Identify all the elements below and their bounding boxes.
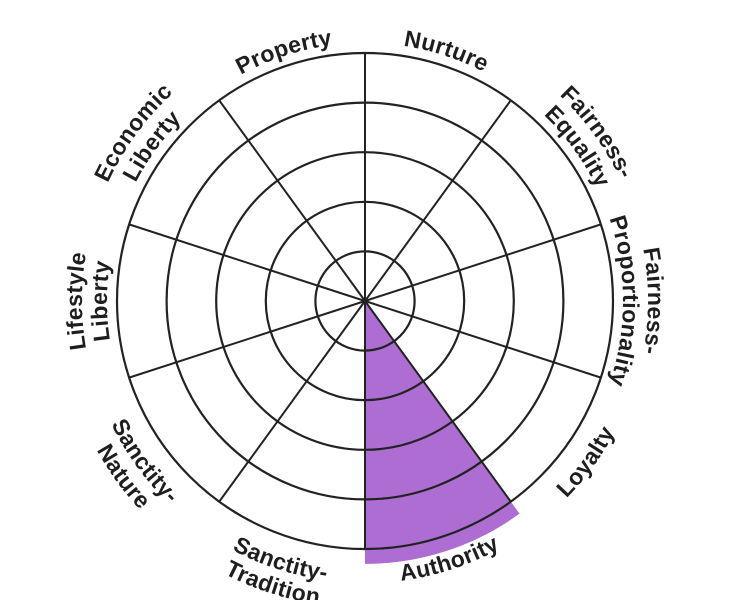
label-lifestyle-liberty: Liberty (86, 259, 115, 343)
grid (115, 51, 615, 551)
spoke (364, 300, 602, 379)
spoke (128, 223, 366, 302)
label-line: Proportionality (605, 212, 644, 390)
sector-authority (365, 301, 520, 564)
spoke (218, 300, 366, 503)
spoke (128, 300, 366, 379)
label-line: Loyalty (551, 422, 619, 502)
label-nurture: Nurture (402, 25, 493, 76)
label-line: Nurture (402, 25, 493, 76)
label-line: Lifestyle (61, 250, 91, 352)
spoke (364, 99, 512, 302)
label-property: Property (231, 24, 333, 79)
value-sectors (365, 301, 520, 564)
spoke (218, 99, 366, 302)
label-line: Fairness- (638, 245, 669, 356)
label-line: Liberty (86, 259, 115, 343)
label-loyalty: Loyalty (551, 422, 619, 502)
label-fairness-proportionality: Fairness- (638, 245, 669, 356)
label-lifestyle-liberty: Lifestyle (61, 250, 91, 352)
label-fairness-proportionality: Proportionality (605, 212, 644, 390)
spoke (364, 223, 602, 302)
label-line: Property (231, 24, 333, 79)
spoke (364, 300, 512, 503)
